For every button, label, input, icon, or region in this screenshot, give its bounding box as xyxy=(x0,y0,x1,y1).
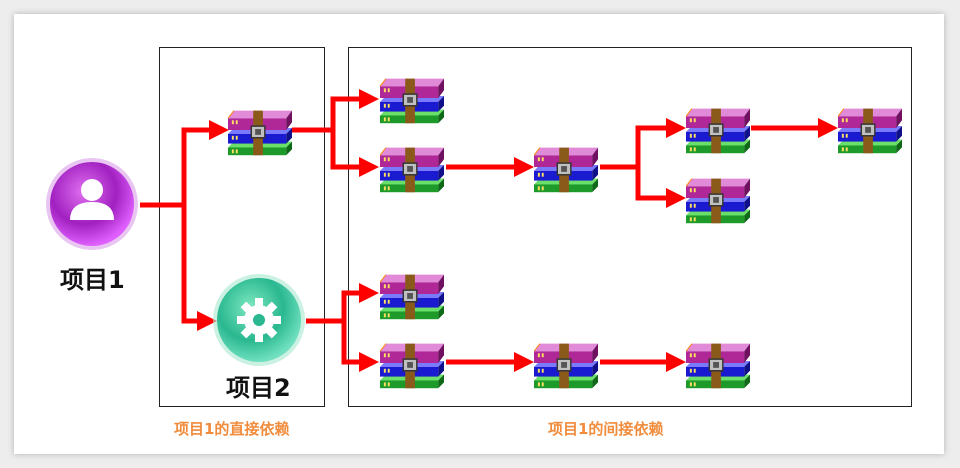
archive-books-icon xyxy=(686,107,750,154)
project2-label: 项目2 xyxy=(226,374,291,402)
indirect-dependencies-box xyxy=(348,47,912,407)
arrow-p1-to-p2 xyxy=(181,205,218,331)
direct-dependencies-box xyxy=(159,47,325,407)
arrow-pkg-to-a1 xyxy=(330,89,380,130)
archive-books-icon xyxy=(228,109,292,156)
arrow-b-to-c2 xyxy=(635,167,687,208)
archive-books-icon xyxy=(686,177,750,224)
arrow-pkg-to-a2 xyxy=(330,130,380,177)
direct-dependencies-caption: 项目1的直接依赖 xyxy=(174,420,290,438)
project1-label: 项目1 xyxy=(60,266,125,294)
archive-books-icon xyxy=(380,342,444,389)
diagram-card xyxy=(14,14,944,454)
project2-node xyxy=(213,274,305,366)
archive-books-icon xyxy=(534,342,598,389)
user-icon xyxy=(70,179,114,220)
archive-books-icon xyxy=(380,273,444,320)
arrow-p1-to-pkg xyxy=(181,120,230,205)
arrow-p2-to-e2 xyxy=(341,321,380,372)
arrow-p2-to-e1 xyxy=(341,283,380,321)
archive-books-icon xyxy=(380,77,444,124)
arrow-b-to-c1 xyxy=(635,118,687,167)
archive-books-icon xyxy=(838,107,902,154)
project1-node xyxy=(46,158,138,250)
indirect-dependencies-caption: 项目1的间接依赖 xyxy=(548,420,664,438)
archive-books-icon xyxy=(380,146,444,193)
archive-books-icon xyxy=(534,146,598,193)
archive-books-icon xyxy=(686,342,750,389)
